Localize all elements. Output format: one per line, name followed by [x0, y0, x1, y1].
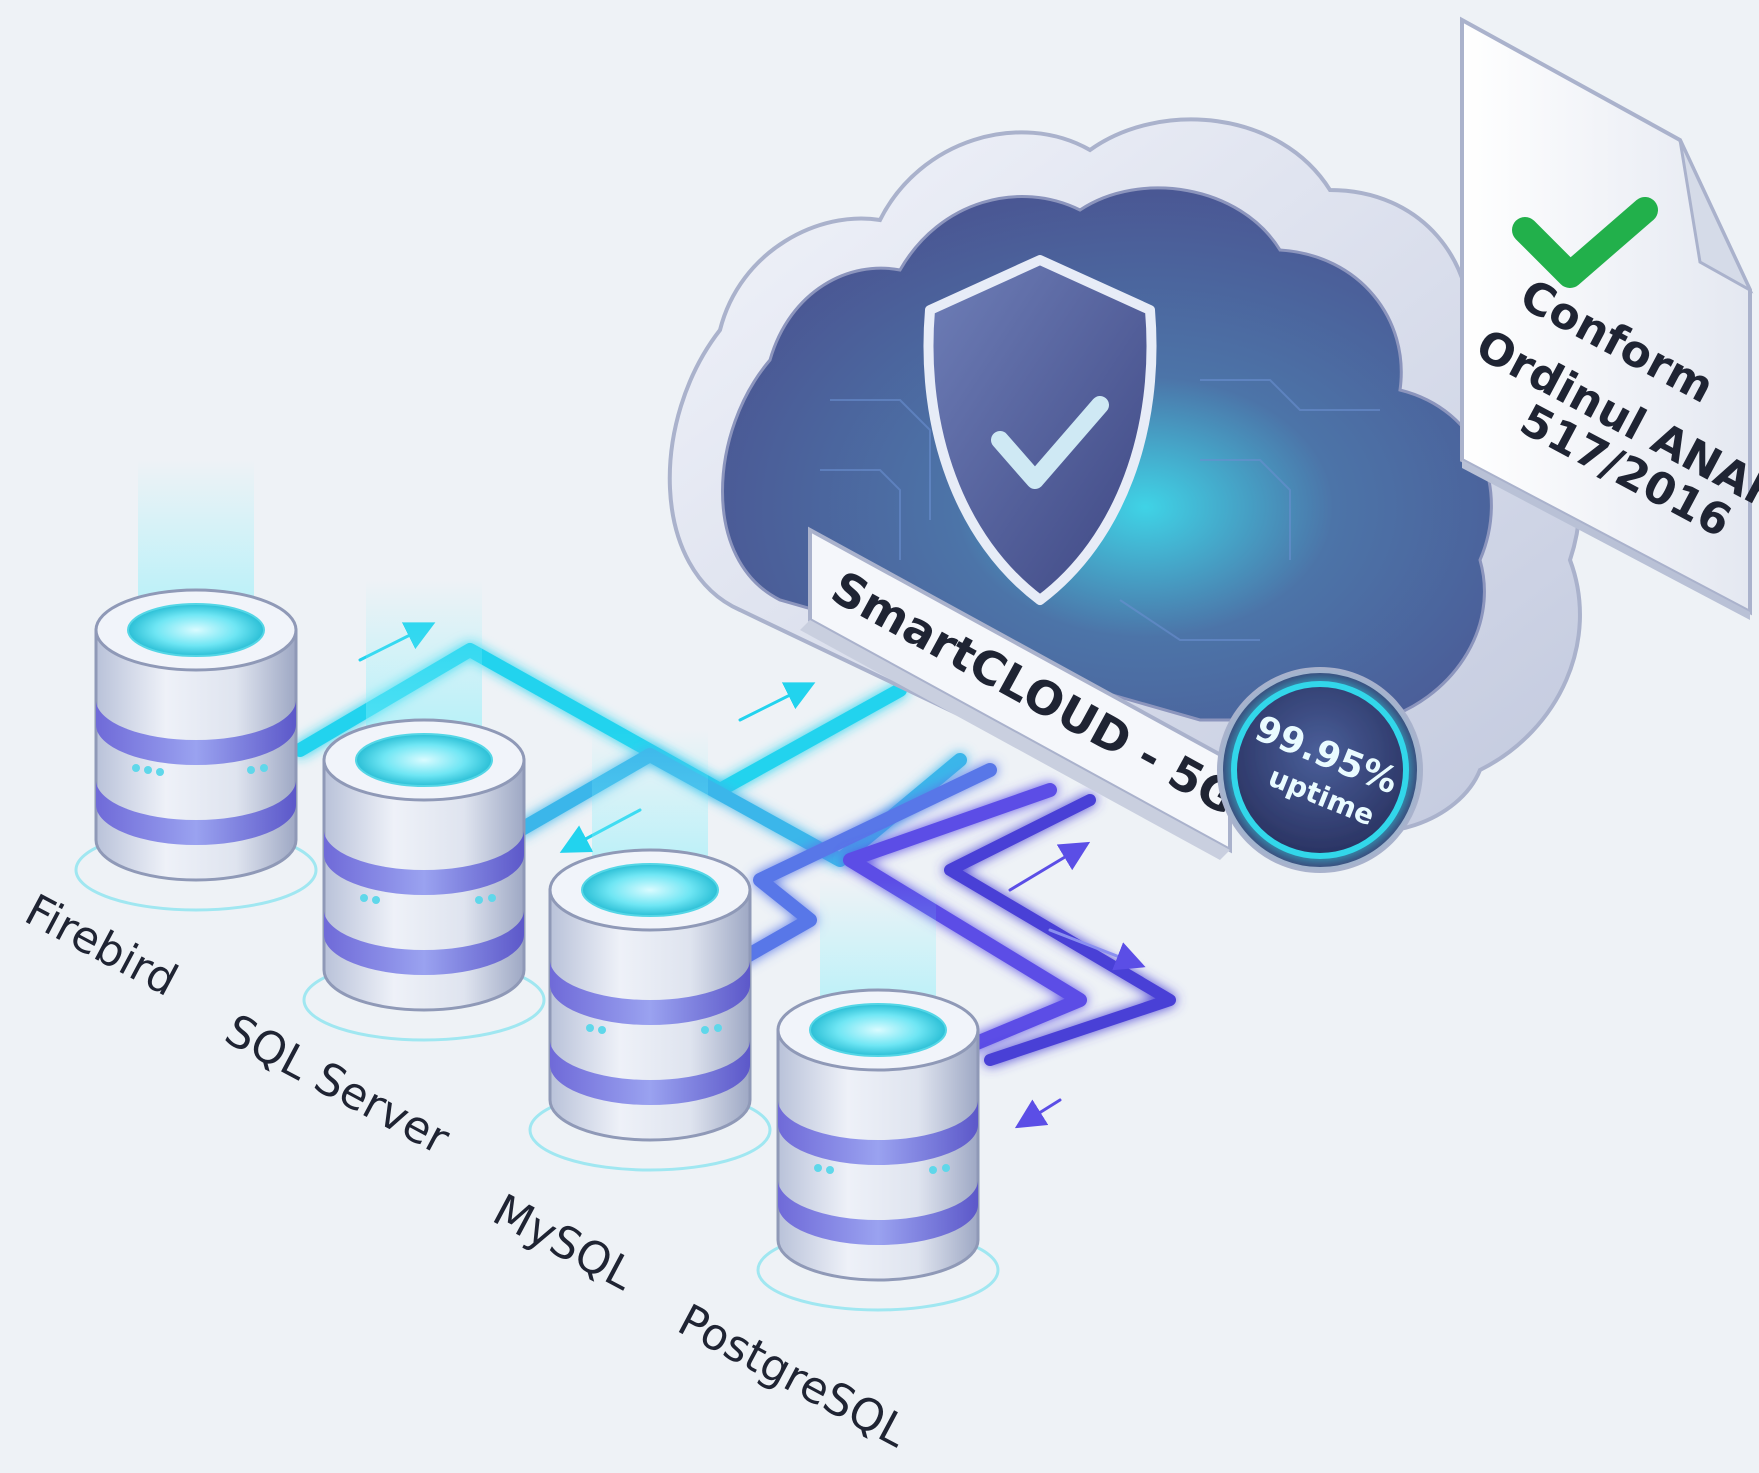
glowing-top: [127, 603, 265, 657]
compliance-document: Conform Ordinul ANAF 517/2016: [1460, 16, 1759, 620]
arrow-6: [1048, 928, 1146, 971]
glowing-top: [581, 863, 719, 917]
shield-check-icon: [923, 255, 1157, 605]
circuit-traces: [820, 379, 1380, 641]
arrow-4: [1008, 841, 1091, 892]
database-mysql: [528, 730, 772, 1172]
flow-line-postgres: [843, 783, 1087, 1057]
label-mysql: MySQL: [485, 1185, 643, 1301]
arrow-2: [738, 682, 816, 722]
database-postgresql: [756, 880, 1000, 1312]
flow-line-postgres-2: [944, 794, 1176, 1066]
glowing-top: [809, 1003, 947, 1057]
glowing-top: [355, 733, 493, 787]
cloud-shape: SmartCLOUD - 5GB 99.95% uptime: [667, 117, 1582, 873]
label-postgresql: PostgreSQL: [670, 1295, 916, 1458]
green-checkmark-icon: [1512, 197, 1658, 288]
database-firebird: [74, 460, 318, 912]
arrow-5: [1014, 1098, 1062, 1129]
database-sqlserver: [302, 580, 546, 1042]
uptime-badge: 99.95% uptime: [1217, 667, 1423, 873]
flow-line-mysql: [733, 763, 997, 967]
label-firebird: Firebird: [17, 885, 186, 1007]
